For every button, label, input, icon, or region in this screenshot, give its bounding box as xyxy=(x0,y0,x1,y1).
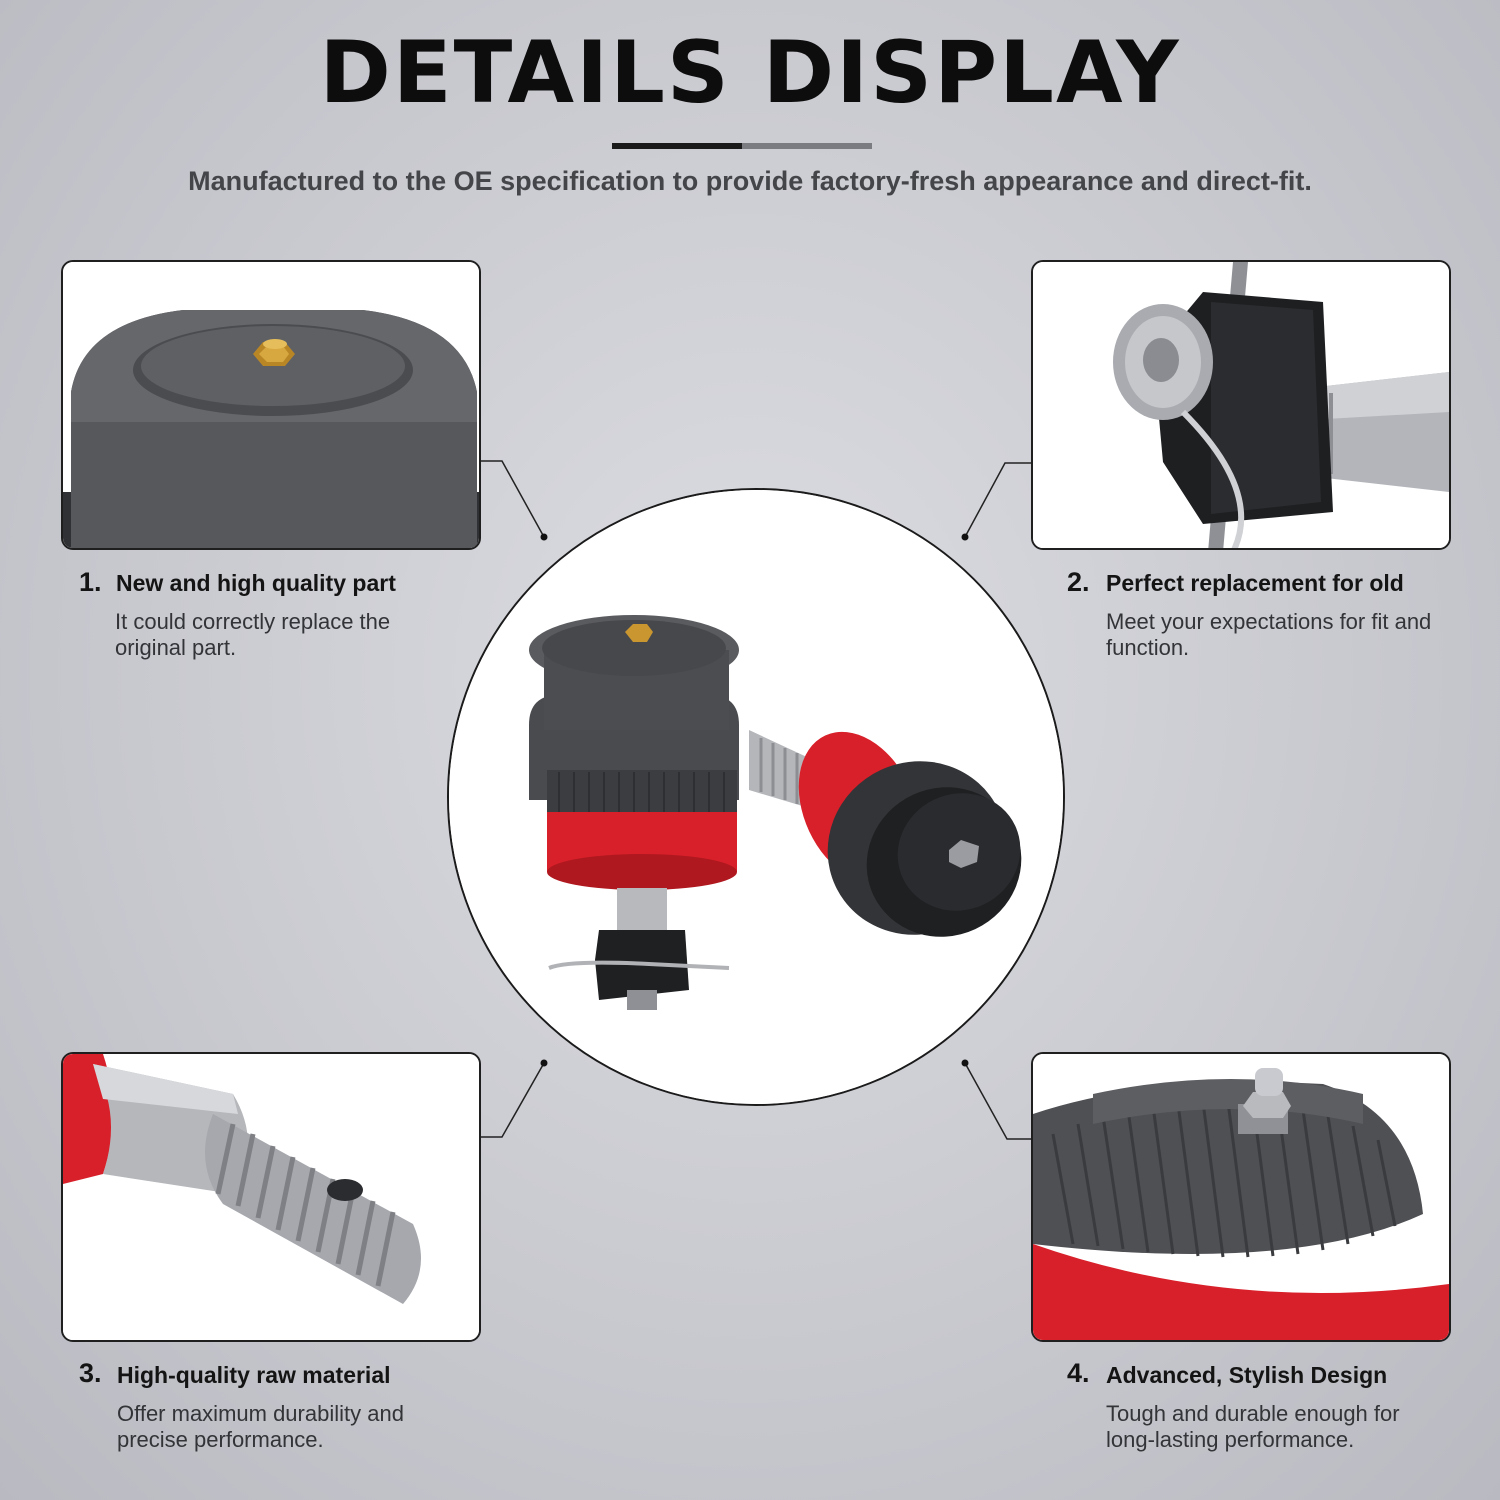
detail-image-1 xyxy=(61,260,481,550)
threaded-stud-illustration xyxy=(63,1054,479,1340)
title-underline xyxy=(612,143,872,149)
feature-title: New and high quality part xyxy=(116,570,396,596)
ball-joint-pair-illustration xyxy=(449,490,1063,1104)
grease-cap-illustration xyxy=(63,262,479,548)
feature-number: 3. xyxy=(79,1358,102,1388)
main-product-image xyxy=(447,488,1065,1106)
page-subtitle: Manufactured to the OE specification to … xyxy=(188,166,1312,196)
feature-description: Meet your expectations for fit and funct… xyxy=(1106,609,1432,660)
detail-image-3 xyxy=(61,1052,481,1342)
feature-number: 4. xyxy=(1067,1358,1090,1388)
detail-image-2 xyxy=(1031,260,1451,550)
feature-description: Tough and durable enough for long-lastin… xyxy=(1106,1401,1400,1452)
castle-nut-illustration xyxy=(1033,262,1449,548)
detail-image-4 xyxy=(1031,1052,1451,1342)
feature-description: Offer maximum durability and precise per… xyxy=(117,1401,404,1452)
feature-title: High-quality raw material xyxy=(117,1362,391,1388)
page-title: DETAILS DISPLAY xyxy=(319,23,1181,123)
knurled-housing-illustration xyxy=(1033,1054,1449,1340)
feature-number: 2. xyxy=(1067,567,1090,597)
feature-title: Perfect replacement for old xyxy=(1106,570,1404,596)
title-underline-dark xyxy=(612,143,742,149)
feature-description: It could correctly replace the original … xyxy=(115,609,391,660)
feature-number: 1. xyxy=(79,567,102,597)
title-underline-light xyxy=(742,143,872,149)
feature-title: Advanced, Stylish Design xyxy=(1106,1362,1388,1388)
